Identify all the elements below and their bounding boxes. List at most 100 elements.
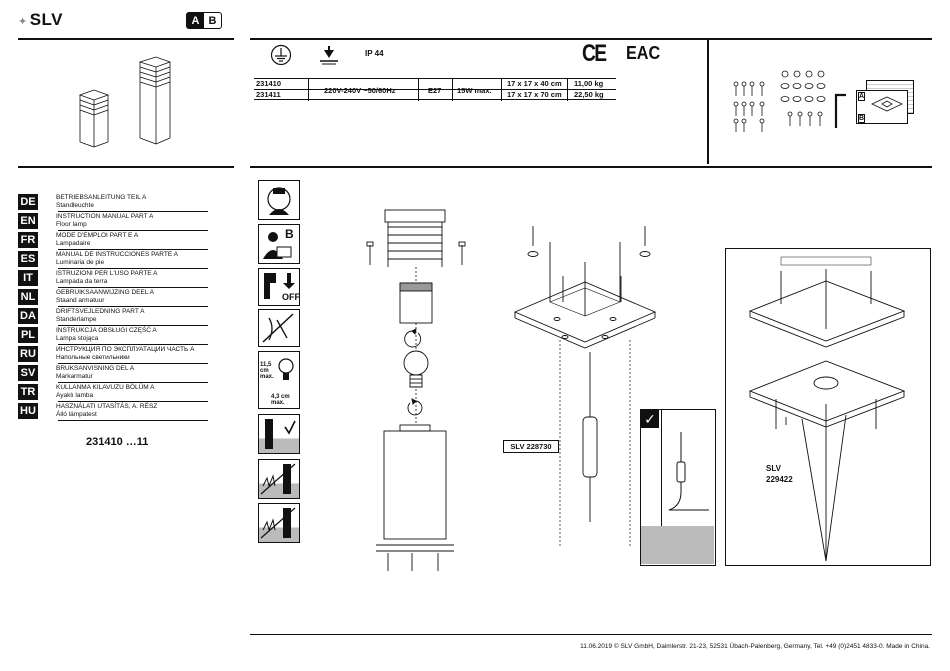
product-type: Ayaklı lamba (56, 392, 94, 399)
divider (18, 166, 234, 168)
product-type: Standleuchte (56, 202, 94, 209)
installation-correct-icon (258, 414, 300, 454)
language-code: ES (18, 251, 38, 267)
sheet-a-label: A (858, 92, 865, 101)
product-type: Lampadaire (56, 240, 91, 247)
ce-mark: CE (582, 40, 607, 67)
part-a-label: A (187, 13, 204, 28)
product-type: Floor lamp (56, 221, 87, 228)
product-type: Lampa stojąca (56, 335, 99, 342)
manual-title: INSTRUCTION MANUAL PART A (56, 213, 154, 220)
manual-title: ISTRUZIONI PER L'USO PARTE A (56, 270, 158, 277)
language-code: SV (18, 365, 38, 381)
dimensions: 17 x 17 x 70 cm (507, 90, 562, 99)
product-type: Staand armatuur (56, 297, 105, 304)
language-divider (58, 363, 208, 364)
eac-mark: EAC (626, 43, 661, 63)
checkmark-icon: ✓ (641, 410, 659, 428)
language-code: PL (18, 327, 38, 343)
manual-title: DRIFTSVEJLEDNING PART A (56, 308, 145, 315)
manual-title: MODE D'EMPLOI PART E A (56, 232, 139, 239)
ground-spike-detail: SLV 229422 (725, 248, 931, 566)
manual-title: ИНСТРУКЦИЯ ПО ЭКСПЛУАТАЦИИ ЧАСТЬ А (56, 346, 195, 353)
installation-plants-icon (258, 459, 300, 499)
weight: 11,00 kg (574, 79, 604, 88)
connector-label: SLV 228730 (503, 440, 559, 453)
item-number: 231411 (256, 90, 281, 99)
language-divider (58, 287, 208, 288)
product-illustration (78, 56, 172, 148)
star-icon: ✦ (18, 16, 28, 28)
language-code: DE (18, 194, 38, 210)
language-code: EN (18, 213, 38, 229)
divider (707, 40, 709, 164)
screws-parts-illustration (733, 70, 826, 132)
manual-title: GEBRUIKSAANWIJZING DEEL A (56, 289, 155, 296)
product-type: Напольные светильники (56, 354, 130, 361)
product-type: Standerlampe (56, 316, 97, 323)
part-b-label: B (208, 14, 217, 27)
footer-text: 11.06.2019 © SLV GmbH, Daimlerstr. 21-23… (580, 643, 930, 650)
language-divider (58, 401, 208, 402)
model-range: 231410 …11 (86, 436, 149, 448)
dimensions: 17 x 17 x 40 cm (507, 79, 562, 88)
manual-title: BRUKSANVISNING DEL A (56, 365, 135, 372)
part-badge: A B (186, 12, 222, 29)
manual-title: MANUAL DE INSTRUCCIONES PARTE A (56, 251, 178, 258)
product-type: Luminaria de pie (56, 259, 105, 266)
power-off-icon: OFF (258, 268, 300, 306)
slv-logo: ✦SLV (18, 10, 64, 29)
electrician-icon (258, 180, 300, 220)
ground-spike-label: SLV 229422 (766, 464, 793, 484)
product-type: Lampada da terra (56, 278, 108, 285)
product-type: Álló lámpatest (56, 411, 97, 418)
part-b-badge: B (285, 227, 294, 241)
language-divider (58, 420, 208, 421)
read-manual-b-icon: B (258, 224, 300, 264)
manual-title: BETRIEBSANLEITUNG TEIL A (56, 194, 147, 201)
language-code: DA (18, 308, 38, 324)
ip-rating: IP 44 (365, 49, 384, 58)
divider (250, 166, 932, 168)
ground-mount-icon (320, 46, 338, 65)
spec-table: 231410 231411 220V-240V ~50/60Hz E27 15W… (254, 78, 616, 101)
allen-key-icon (834, 93, 846, 128)
language-code: HU (18, 403, 38, 419)
language-code: NL (18, 289, 38, 305)
language-divider (58, 344, 208, 345)
no-cutting-cable-icon (258, 309, 300, 347)
item-number: 231410 (256, 79, 282, 88)
weight: 22,50 kg (574, 90, 604, 99)
power: 15W max. (457, 85, 492, 95)
language-code: TR (18, 384, 38, 400)
bulb-assembly-diagram (366, 209, 466, 571)
language-divider (58, 382, 208, 383)
socket: E27 (428, 85, 442, 95)
bulb-height-label: 11,5 cm max. (260, 362, 274, 380)
sheet-b-label: B (858, 114, 865, 123)
divider (18, 38, 234, 40)
language-divider (58, 249, 208, 250)
manual-title: KULLANMA KILAVUZU BÖLÜM A (56, 384, 155, 391)
installation-grass-icon (258, 503, 300, 543)
